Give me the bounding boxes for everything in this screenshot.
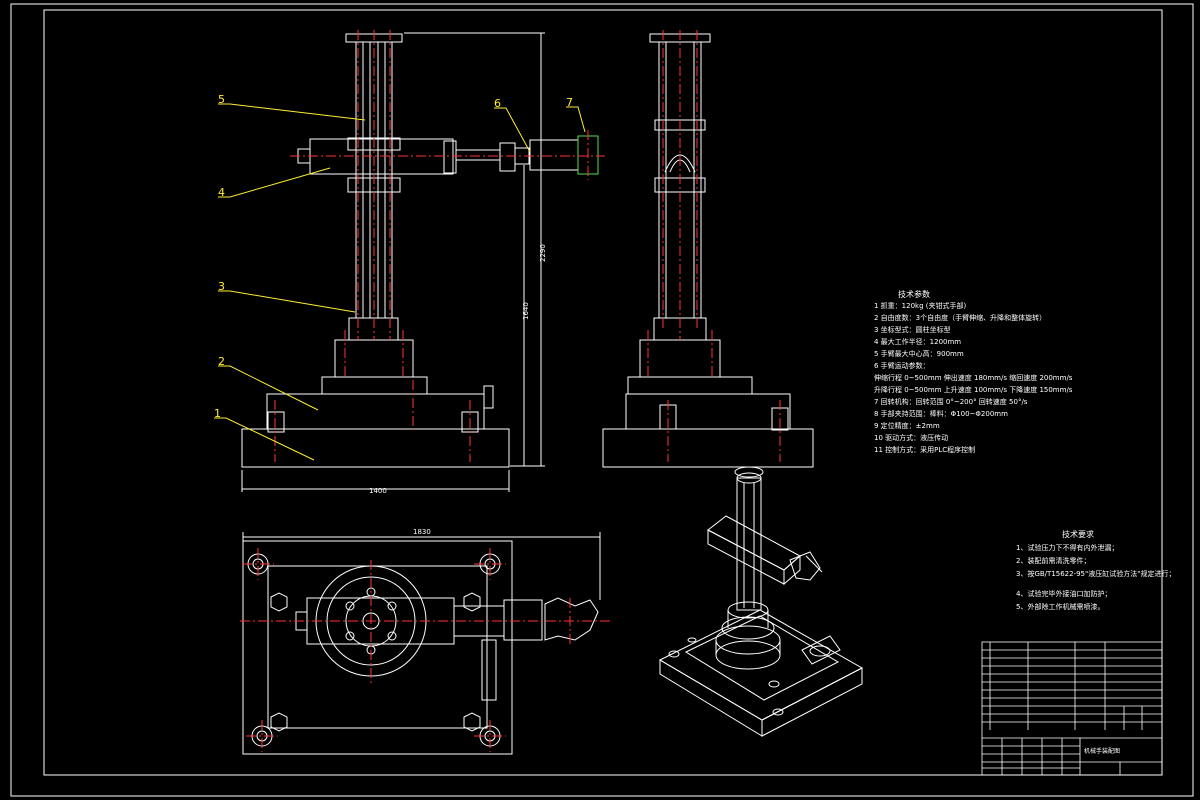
tech-param-line: 伸缩行程 0~500mm 伸出速度 180mm/s 缩回速度 200mm/s — [874, 373, 1073, 382]
drawing-name: 机械手装配图 — [1084, 747, 1120, 755]
tech-requirements-block: 技术要求 1、试验压力下不得有内外泄漏； 2、装配前需清洗零件； 3、按GB/T… — [1016, 529, 1175, 611]
plan-centerlines — [240, 548, 610, 752]
tech-param-line: 10 驱动方式：液压传动 — [874, 433, 948, 442]
tech-param-line: 9 定位精度：±2mm — [874, 421, 940, 430]
outer-border — [10, 3, 1194, 797]
tech-param-line: 8 手部夹持范围：棒料：Φ100~Φ200mm — [874, 409, 1008, 418]
side-centerlines — [647, 30, 781, 462]
plan-view — [242, 532, 601, 755]
front-dimensions — [241, 32, 545, 492]
tech-param-line: 1 抓重：120kg (夹钳式手部) — [874, 301, 966, 310]
label-part-5: 5 — [218, 93, 225, 106]
label-part-7: 7 — [566, 96, 573, 109]
tech-param-line: 5 手臂最大中心高：900mm — [874, 349, 964, 358]
label-part-3: 3 — [218, 280, 225, 293]
dim-base-width: 1400 — [369, 487, 387, 495]
label-part-2: 2 — [218, 355, 225, 368]
dim-total-height: 2290 — [539, 244, 547, 262]
tech-params-block: 技术参数 1 抓重：120kg (夹钳式手部) 2 自由度数：3个自由度（手臂伸… — [874, 289, 1073, 454]
leader-lines — [214, 103, 586, 461]
tech-requirement-line: 5、外部除工作机械需喷漆。 — [1016, 602, 1104, 611]
tech-params-title: 技术参数 — [898, 289, 930, 299]
tech-param-line: 6 手臂运动参数： — [874, 361, 930, 370]
label-part-4: 4 — [218, 186, 225, 199]
tech-requirements-title: 技术要求 — [1062, 529, 1094, 539]
front-view — [241, 33, 579, 468]
label-part-6: 6 — [494, 97, 501, 110]
dim-arm-height: 1640 — [522, 302, 530, 320]
isometric-view — [658, 466, 864, 737]
tech-requirement-line: 3、按GB/T15622-95"液压缸试验方法"规定进行； — [1016, 569, 1175, 578]
tech-param-line: 3 坐标型式：圆柱坐标型 — [874, 325, 951, 334]
tech-param-line: 7 回转机构：回转范围 0°~200° 回转速度 50°/s — [874, 397, 1028, 406]
side-view — [602, 33, 814, 468]
dim-plan-width: 1830 — [413, 528, 431, 536]
title-block — [981, 641, 1163, 776]
inner-border — [43, 9, 1163, 776]
tech-requirement-line: 4、试验完毕外接油口加防护； — [1016, 589, 1111, 598]
label-part-1: 1 — [214, 407, 221, 420]
tech-param-line: 升降行程 0~500mm 上升速度 100mm/s 下降速度 150mm/s — [874, 385, 1073, 394]
tech-param-line: 2 自由度数：3个自由度（手臂伸缩、升降和整体旋转） — [874, 313, 1046, 322]
tech-requirement-line: 2、装配前需清洗零件； — [1016, 556, 1090, 565]
tech-requirement-line: 1、试验压力下不得有内外泄漏； — [1016, 543, 1118, 552]
front-centerlines — [274, 30, 605, 462]
tech-param-line: 4 最大工作半径：1200mm — [874, 337, 961, 346]
tech-param-line: 11 控制方式：采用PLC程序控制 — [874, 445, 975, 454]
